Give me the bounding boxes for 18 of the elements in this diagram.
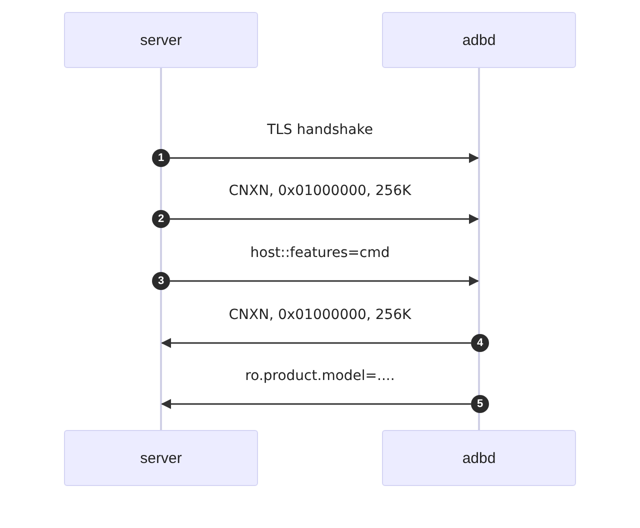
participant-box: server bbox=[64, 12, 258, 68]
message-arrow bbox=[161, 338, 471, 348]
edge-label: CNXN, 0x01000000, 256K bbox=[226, 307, 414, 323]
message-arrow bbox=[170, 153, 479, 163]
lifeline bbox=[478, 68, 480, 430]
participant-box: adbd bbox=[382, 430, 576, 486]
participant-box: server bbox=[64, 430, 258, 486]
edge-label: CNXN, 0x01000000, 256K bbox=[226, 183, 414, 199]
step-number: 3 bbox=[152, 272, 170, 290]
step-number: 2 bbox=[152, 210, 170, 228]
message-arrow bbox=[161, 399, 471, 409]
lifeline bbox=[160, 68, 162, 430]
message-arrow bbox=[170, 214, 479, 224]
step-number: 5 bbox=[471, 395, 489, 413]
step-number: 1 bbox=[152, 149, 170, 167]
participant-box: adbd bbox=[382, 12, 576, 68]
message-arrow bbox=[170, 276, 479, 286]
step-number: 4 bbox=[471, 334, 489, 352]
